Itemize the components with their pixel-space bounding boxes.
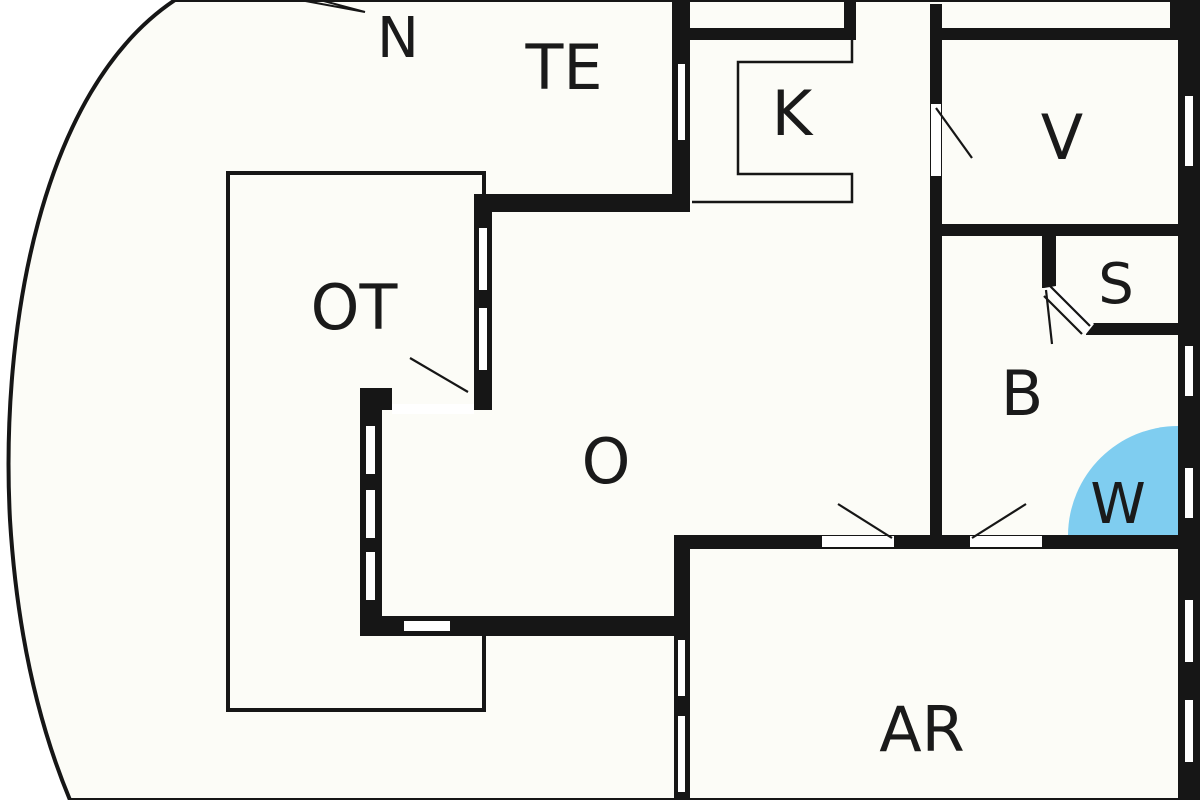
- window: [678, 64, 685, 140]
- window: [678, 640, 685, 696]
- north-arrow-head: [299, 0, 366, 13]
- kitchen-counter: [692, 40, 854, 204]
- wall-kitchen-stub: [844, 0, 856, 40]
- door-leaf: [935, 107, 973, 159]
- window: [366, 426, 375, 474]
- wall-v-south: [930, 224, 1200, 236]
- window: [1185, 96, 1193, 166]
- wall-kitchen-north: [690, 28, 856, 40]
- window: [1185, 700, 1193, 762]
- window: [479, 308, 487, 370]
- door-opening: [931, 104, 941, 176]
- building-floor-center: [480, 200, 930, 540]
- window: [479, 228, 487, 290]
- window: [1185, 600, 1193, 662]
- door-leaf: [971, 503, 1027, 539]
- wall-east-exterior: [1178, 0, 1200, 800]
- room-label-ar: AR: [879, 693, 965, 766]
- window: [366, 552, 375, 600]
- wall-north-o: [474, 194, 690, 212]
- room-label-w: W: [1090, 472, 1145, 537]
- door-opening: [822, 536, 894, 547]
- w-fixture: [1068, 426, 1178, 535]
- window: [404, 621, 450, 631]
- north-label: N: [377, 6, 419, 71]
- window: [366, 490, 375, 538]
- door-opening: [1044, 286, 1094, 334]
- door-leaf: [1049, 285, 1091, 327]
- window: [1185, 468, 1193, 518]
- room-label-v: V: [1041, 101, 1083, 174]
- room-label-o: O: [582, 425, 631, 498]
- wall-v-west: [930, 4, 942, 544]
- wall-s-south: [1086, 323, 1200, 335]
- wall-east-top-stub: [1170, 0, 1200, 34]
- room-label-ot: OT: [311, 271, 399, 344]
- windows: [366, 64, 1193, 792]
- window: [1185, 346, 1193, 396]
- wall-v-north: [930, 28, 1200, 40]
- door-leaf: [409, 357, 469, 393]
- door-opening: [392, 404, 474, 414]
- door-leaf: [1043, 295, 1083, 335]
- room-label-s: S: [1098, 252, 1134, 317]
- wall-ot-east: [474, 194, 492, 410]
- window: [678, 716, 685, 792]
- room-label-k: K: [772, 77, 814, 150]
- room-label-b: B: [1001, 357, 1044, 430]
- wall-s-west: [1042, 236, 1056, 288]
- doors: [392, 104, 1094, 547]
- door-opening: [970, 536, 1042, 547]
- north-arrow: N: [299, 0, 419, 71]
- door-leaf: [837, 503, 893, 539]
- room-label-te: TE: [524, 31, 602, 104]
